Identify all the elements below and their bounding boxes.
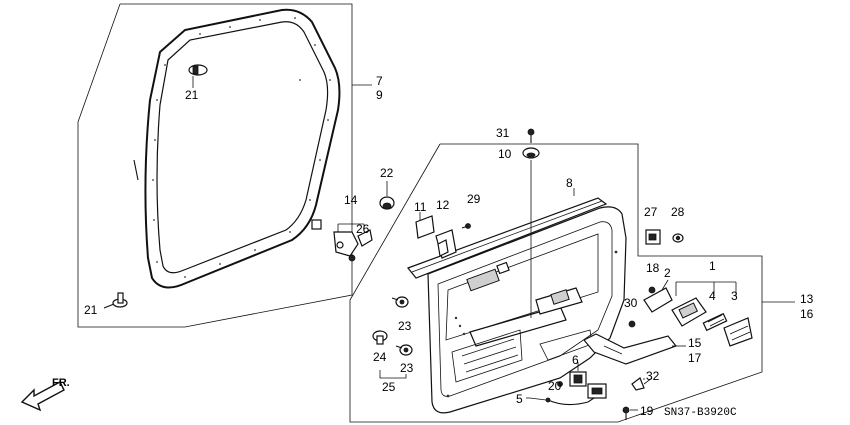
callout-30: 30 — [624, 296, 638, 310]
pull-handle-15 — [583, 333, 677, 365]
callout-23-lower: 23 — [400, 361, 414, 375]
door-weatherstrip-inner — [156, 21, 329, 274]
callout-4: 4 — [709, 289, 716, 303]
bracket-25 — [379, 370, 407, 379]
callout-labels: 7 9 21 21 22 14 26 31 10 8 11 12 29 27 2… — [84, 74, 814, 418]
weatherstrip-tail — [133, 159, 139, 181]
screw-18 — [648, 286, 656, 294]
callout-3: 3 — [731, 289, 738, 303]
clip-21-lower — [103, 292, 128, 309]
door-weatherstrip — [144, 8, 341, 289]
grommet-22 — [379, 181, 395, 210]
handle-bezel-2 — [643, 279, 673, 313]
screw-30 — [628, 320, 636, 328]
bracket-11 — [415, 212, 435, 239]
callout-15: 15 — [688, 336, 702, 350]
screw-31 — [527, 128, 535, 143]
callout-1: 1 — [709, 259, 716, 273]
direction-label: FR. — [52, 377, 70, 389]
cover-3 — [723, 317, 753, 347]
callout-11: 11 — [414, 200, 427, 214]
callout-24: 24 — [373, 350, 387, 364]
callout-16: 16 — [800, 307, 814, 321]
door-lining-group — [349, 128, 795, 423]
clip-28 — [672, 233, 684, 243]
clip-32 — [631, 377, 653, 391]
callout-19: 19 — [640, 404, 654, 418]
callout-13: 13 — [800, 292, 814, 306]
callout-25: 25 — [382, 380, 396, 394]
callout-22: 22 — [380, 166, 394, 180]
clip-23-upper — [391, 296, 409, 308]
callout-20: 20 — [548, 379, 562, 393]
screw-19 — [622, 406, 630, 420]
callout-28: 28 — [671, 205, 685, 219]
inner-weatherstrip-8 — [407, 188, 608, 279]
power-window-switch-6 — [569, 362, 587, 387]
callout-5: 5 — [516, 392, 523, 406]
callout-6: 6 — [572, 353, 579, 367]
screw-29 — [461, 223, 471, 229]
front-direction-arrow: FR. — [20, 377, 70, 412]
callout-29: 29 — [467, 192, 481, 206]
callout-21-upper: 21 — [185, 88, 199, 102]
callout-10: 10 — [498, 147, 512, 161]
bracket-27 — [645, 229, 661, 245]
clip-21-upper — [188, 64, 208, 76]
callout-21-lower: 21 — [84, 303, 98, 317]
callout-31: 31 — [496, 126, 510, 140]
callout-9: 9 — [376, 88, 383, 102]
harness-5 — [529, 383, 607, 406]
callout-17: 17 — [688, 351, 702, 365]
grommet-10 — [522, 147, 540, 318]
callout-18: 18 — [646, 261, 660, 275]
bracket-12 — [435, 229, 457, 259]
callout-2: 2 — [664, 266, 671, 280]
door-lining-panel — [427, 206, 627, 414]
callout-14: 14 — [344, 193, 358, 207]
callout-26: 26 — [356, 222, 370, 236]
clip-24 — [372, 330, 388, 345]
clip-20 — [557, 381, 563, 387]
callout-8: 8 — [566, 176, 573, 190]
callout-7: 7 — [376, 74, 383, 88]
callout-32: 32 — [646, 369, 660, 383]
callout-27: 27 — [644, 205, 658, 219]
callout-12: 12 — [436, 198, 450, 212]
clip-23-lower — [395, 344, 413, 356]
inside-handle-1 — [671, 281, 737, 327]
weatherstrip-group-border — [77, 3, 353, 328]
weatherstrip-texture — [152, 17, 331, 278]
door-lining-group-border — [349, 143, 763, 423]
diagram-code: SN37-B3920C — [664, 407, 737, 419]
weatherstrip-clip — [311, 219, 322, 230]
callout-23-upper: 23 — [398, 319, 412, 333]
hinge-parts-group — [333, 181, 395, 262]
spring-4 — [702, 312, 728, 332]
weatherstrip-group — [77, 3, 372, 328]
check-bracket-14 — [333, 223, 373, 262]
